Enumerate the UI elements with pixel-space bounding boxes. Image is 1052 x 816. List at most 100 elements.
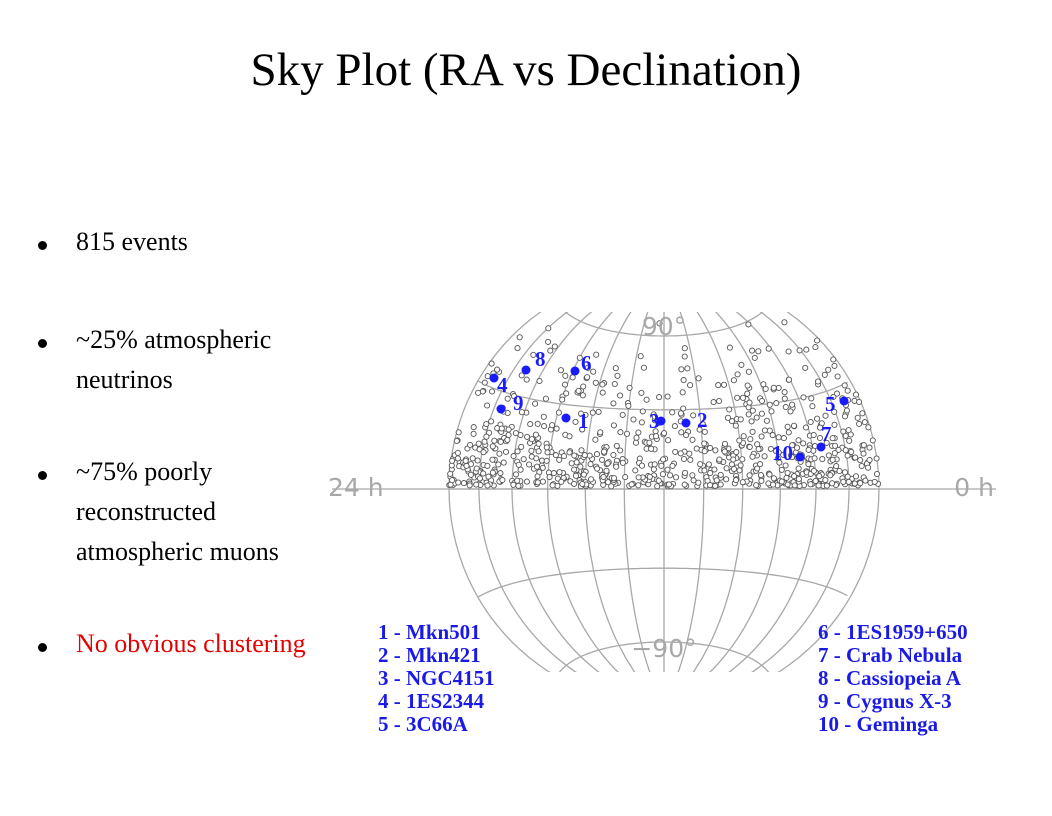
event-marker [661, 430, 668, 437]
event-marker [785, 376, 793, 383]
event-marker [633, 434, 640, 441]
event-marker [514, 345, 521, 352]
event-marker [770, 481, 777, 488]
event-marker [770, 475, 777, 482]
event-marker [569, 374, 576, 381]
source-number-label: 9 [513, 391, 524, 415]
bullet-dot-icon [38, 471, 47, 480]
event-marker [600, 473, 607, 481]
event-marker [475, 440, 482, 447]
event-marker [831, 408, 838, 415]
event-marker [841, 469, 849, 476]
event-marker [773, 400, 780, 407]
event-marker [782, 403, 789, 411]
source-number-label: 10 [772, 441, 793, 465]
event-marker [625, 402, 632, 409]
event-marker [568, 460, 575, 467]
source-number-label: 5 [825, 392, 836, 416]
event-marker [683, 432, 690, 439]
event-marker [815, 482, 822, 489]
event-marker [687, 382, 694, 389]
event-marker [481, 379, 488, 386]
event-marker [581, 452, 588, 459]
event-marker [780, 435, 787, 442]
parallel-line [564, 312, 764, 337]
sky-grid [332, 312, 996, 672]
event-marker [655, 477, 662, 484]
event-marker [579, 392, 586, 399]
event-marker [784, 469, 791, 476]
event-marker [469, 455, 476, 462]
event-marker [614, 372, 621, 379]
event-marker [720, 381, 728, 388]
source-marker [839, 396, 849, 406]
event-marker [484, 482, 491, 489]
event-marker [543, 457, 550, 464]
event-marker [745, 368, 752, 375]
event-marker [723, 465, 730, 472]
event-marker [829, 456, 836, 463]
event-marker [681, 481, 688, 488]
meridian-line [777, 312, 880, 672]
event-marker [593, 351, 600, 358]
event-marker [555, 409, 562, 416]
event-marker [790, 422, 798, 429]
event-marker [518, 409, 525, 416]
source-number-label: 4 [497, 373, 508, 397]
event-marker [488, 360, 495, 367]
bullet-item-neutrinos: ~25% atmospheric neutrinos [38, 320, 338, 400]
event-marker [681, 353, 688, 360]
event-marker [613, 442, 620, 449]
event-marker [590, 368, 597, 375]
event-marker [638, 419, 645, 426]
event-marker [707, 482, 714, 489]
event-marker [632, 439, 640, 446]
event-marker [711, 466, 718, 473]
event-marker [680, 455, 688, 463]
event-marker [470, 430, 477, 437]
event-marker [495, 461, 502, 468]
legend-entry: 7 - Crab Nebula [818, 643, 963, 667]
event-marker [584, 374, 591, 381]
source-marker [570, 366, 580, 376]
event-marker [811, 455, 818, 462]
event-marker [788, 454, 796, 461]
event-marker [504, 436, 511, 443]
event-marker [539, 478, 546, 485]
event-marker [571, 466, 578, 473]
event-marker [845, 478, 852, 485]
event-marker [775, 449, 782, 456]
event-marker [836, 467, 843, 475]
event-marker [653, 433, 660, 440]
event-marker [795, 437, 802, 444]
event-marker [630, 416, 637, 423]
event-marker [707, 469, 714, 477]
event-marker [809, 403, 816, 410]
event-marker [861, 419, 868, 426]
event-marker [546, 474, 553, 481]
event-marker [484, 402, 491, 409]
event-marker [611, 380, 618, 388]
event-marker [475, 389, 482, 396]
event-marker [814, 337, 821, 344]
event-marker [831, 421, 838, 428]
event-marker [814, 378, 822, 385]
event-marker [638, 462, 646, 469]
event-marker [873, 455, 880, 462]
event-marker [848, 448, 855, 455]
bullet-item-clustering: No obvious clustering [38, 624, 306, 664]
event-marker [744, 390, 751, 397]
event-marker [857, 457, 864, 464]
event-marker [617, 429, 624, 436]
event-marker [730, 377, 737, 384]
source-number-label: 3 [649, 409, 660, 433]
event-marker [536, 377, 543, 385]
parallel-line [477, 567, 848, 598]
source-marker [681, 418, 691, 428]
event-marker [770, 384, 777, 391]
event-marker [646, 473, 653, 480]
event-marker [651, 413, 658, 420]
event-marker [637, 353, 644, 360]
event-marker [701, 467, 708, 474]
